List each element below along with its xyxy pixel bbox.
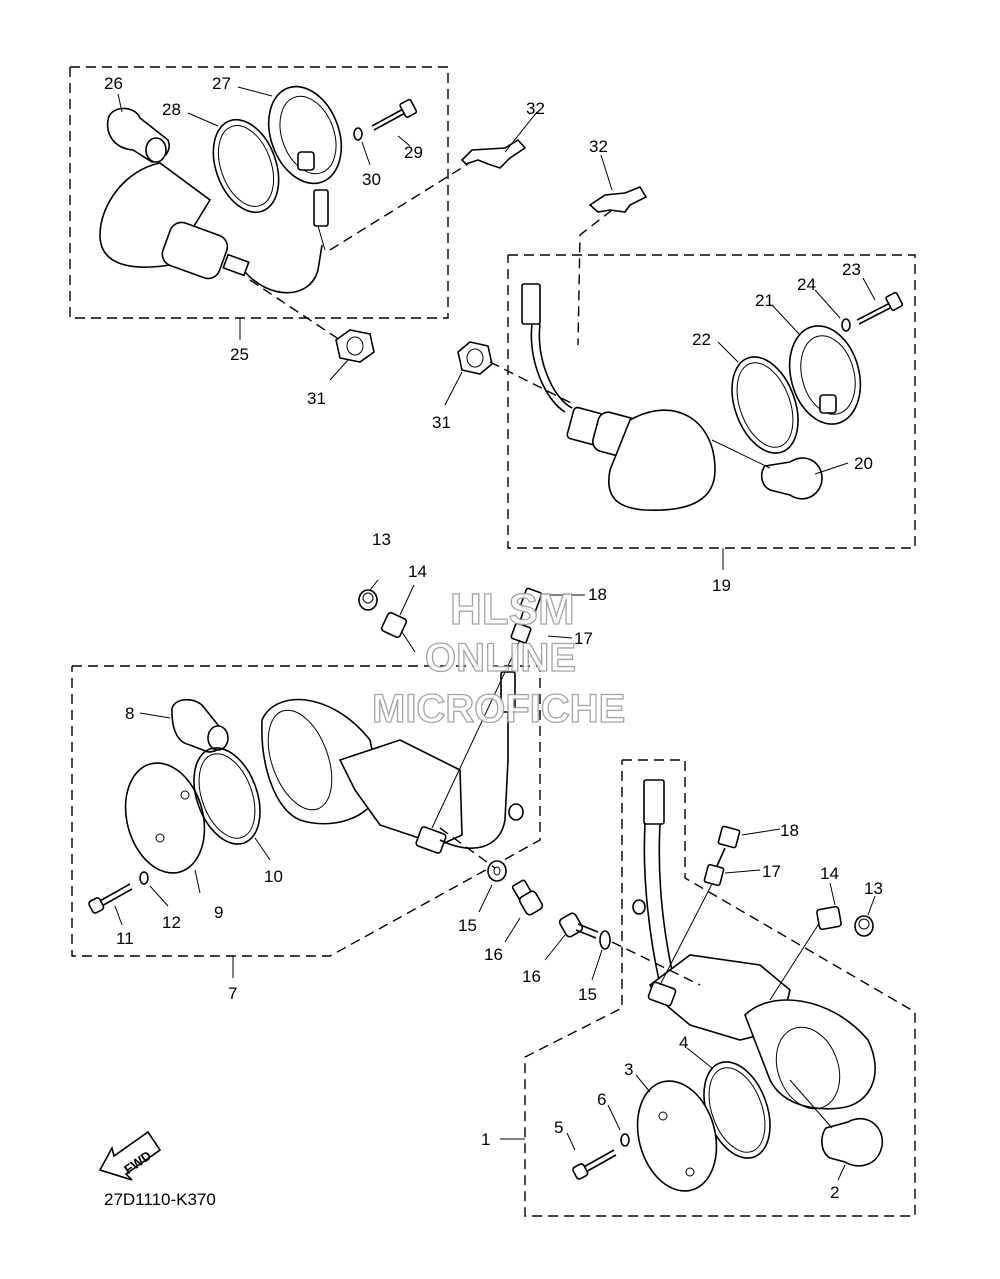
callout-18-a: 18 — [588, 585, 607, 604]
callout-17-a: 17 — [574, 629, 593, 648]
callout-24: 24 — [797, 275, 816, 294]
callout-31-a: 31 — [307, 389, 326, 408]
callout-8: 8 — [125, 704, 134, 723]
callout-29: 29 — [404, 143, 423, 162]
callout-20: 20 — [854, 454, 873, 473]
turn-signal-assembly-front-left — [71, 579, 585, 978]
callout-17-b: 17 — [762, 862, 781, 881]
forward-direction-arrow-icon: FWD — [98, 1130, 162, 1181]
callout-31-b: 31 — [432, 413, 451, 432]
callout-5: 5 — [554, 1118, 563, 1137]
turn-signal-assembly-rear-right — [444, 154, 916, 570]
watermark-line-2: ONLINE — [425, 636, 576, 680]
callout-21: 21 — [755, 291, 774, 310]
watermark: HLSM ONLINE MICROFICHE — [371, 584, 626, 731]
callout-19: 19 — [712, 576, 731, 595]
callout-11: 11 — [116, 929, 134, 948]
callout-30: 30 — [362, 170, 381, 189]
callout-25: 25 — [230, 345, 249, 364]
callout-27: 27 — [212, 74, 231, 93]
callout-23: 23 — [842, 260, 861, 279]
callout-13-a: 13 — [372, 530, 391, 549]
callout-15-a: 15 — [458, 916, 477, 935]
callout-2: 2 — [830, 1183, 839, 1202]
watermark-line-1: HLSM — [450, 585, 575, 634]
callout-16-a: 16 — [484, 945, 503, 964]
diagram-code: 27D1110-K370 — [104, 1190, 216, 1209]
turn-signal-assembly-front-right — [500, 759, 916, 1217]
callout-16-b: 16 — [522, 967, 541, 986]
callout-22: 22 — [692, 330, 711, 349]
callout-10: 10 — [264, 867, 283, 886]
callout-6: 6 — [597, 1090, 606, 1109]
callout-9: 9 — [214, 903, 223, 922]
callout-26: 26 — [104, 74, 123, 93]
watermark-line-3: MICROFICHE — [372, 687, 625, 731]
callout-14-a: 14 — [408, 562, 427, 581]
callout-4: 4 — [679, 1033, 688, 1052]
turn-signal-assembly-rear-left — [69, 66, 538, 381]
callout-28: 28 — [162, 100, 181, 119]
callout-13-b: 13 — [864, 879, 883, 898]
callout-1: 1 — [481, 1130, 490, 1149]
callout-3: 3 — [624, 1060, 633, 1079]
callout-12: 12 — [162, 913, 181, 932]
callout-7: 7 — [228, 984, 237, 1003]
callout-18-b: 18 — [780, 821, 799, 840]
callout-32-a: 32 — [526, 99, 545, 118]
callout-15-b: 15 — [578, 985, 597, 1004]
callout-32-b: 32 — [589, 137, 608, 156]
callout-14-b: 14 — [820, 864, 839, 883]
